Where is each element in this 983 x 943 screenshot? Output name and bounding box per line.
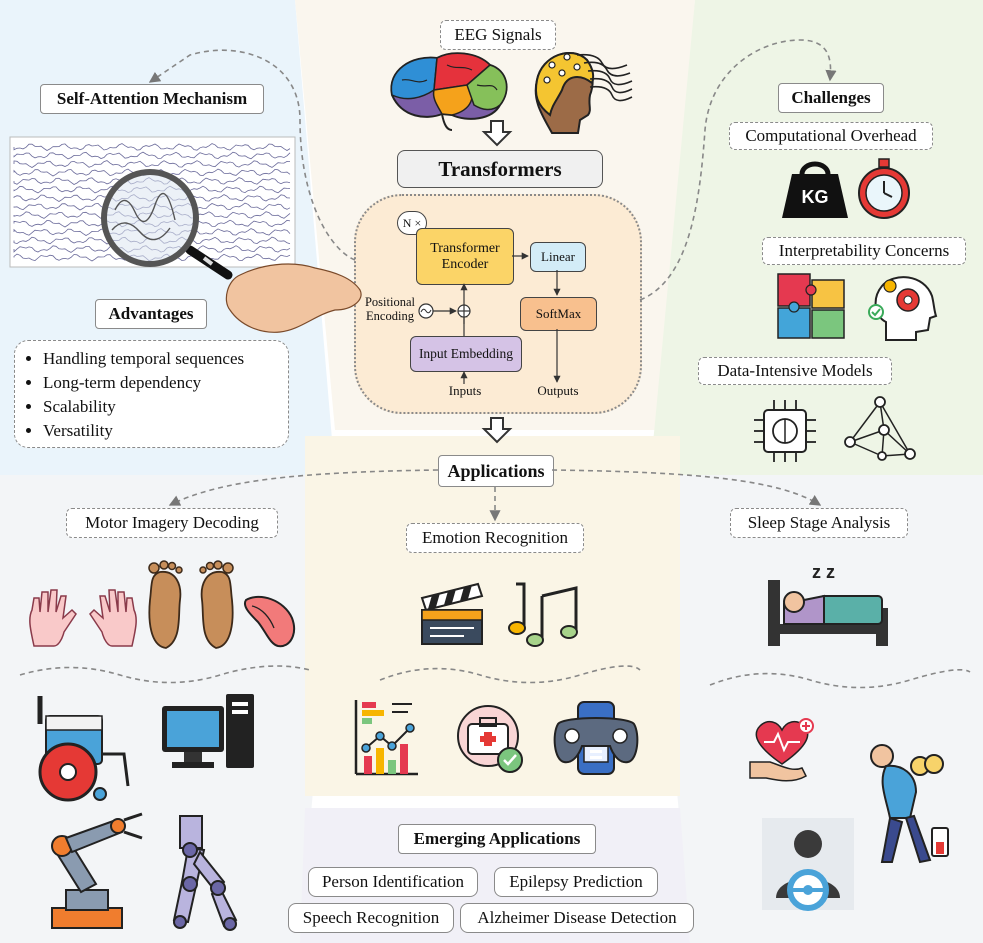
brain-icon [390, 52, 508, 131]
zz-label: z z [812, 562, 836, 582]
puzzle-icon [777, 273, 845, 339]
emerging-item-speech: Speech Recognition [288, 903, 454, 933]
analytics-chart-icon [354, 700, 418, 776]
heart-health-icon [749, 718, 814, 782]
advantage-item: Handling temporal sequences [43, 347, 244, 371]
down-arrow-icon-2 [481, 417, 513, 444]
sleep-stage-label: Sleep Stage Analysis [730, 508, 908, 538]
motor-imagery-label: Motor Imagery Decoding [66, 508, 278, 538]
down-arrow-icon [481, 120, 513, 147]
wheelchair-icon [37, 696, 130, 802]
emerging-item-epilepsy: Epilepsy Prediction [494, 867, 658, 897]
exoskeleton-icon [172, 815, 238, 931]
music-notes-icon [508, 582, 578, 647]
tired-person-icon [870, 744, 949, 864]
emerging-item-alzheimer: Alzheimer Disease Detection [460, 903, 694, 933]
positional-encoding-label: Positional Encoding [364, 295, 415, 323]
challenges-title: Challenges [778, 83, 884, 113]
eeg-trace [13, 143, 291, 151]
self-attention-label: Self-Attention Mechanism [40, 84, 264, 114]
game-controller-icon [553, 701, 639, 775]
data-intensive-models-label: Data-Intensive Models [698, 357, 892, 385]
advantages-box: Handling temporal sequences Long-term de… [14, 340, 289, 448]
emerging-title: Emerging Applications [398, 824, 596, 854]
computer-icon [162, 694, 254, 768]
advantages-title: Advantages [95, 299, 207, 329]
advantage-item: Long-term dependency [43, 371, 244, 395]
eeg-trace [13, 160, 291, 168]
advantage-item: Scalability [43, 395, 244, 419]
emerging-item-person-id: Person Identification [308, 867, 478, 897]
interpretability-concerns-label: Interpretability Concerns [762, 237, 966, 265]
eeg-signals-label: EEG Signals [440, 20, 556, 50]
kg-label: KG [801, 187, 829, 207]
eeg-head-icon [534, 51, 633, 134]
magnifying-glass-icon [101, 169, 362, 333]
right-foot-icon [199, 560, 234, 649]
transformers-title: Transformers [397, 150, 603, 188]
network-graph-icon [844, 396, 916, 461]
weight-kg-icon [782, 161, 848, 218]
robotic-arm-icon [51, 812, 143, 929]
outputs-label: Outputs [537, 383, 579, 398]
stopwatch-icon [858, 158, 910, 219]
sleeping-bed-icon [768, 580, 888, 646]
right-hand-icon [89, 589, 137, 647]
head-gears-icon [868, 276, 938, 341]
n-times-text: N × [402, 216, 422, 230]
brain-chip-icon [754, 400, 816, 462]
eeg-trace [13, 151, 291, 160]
advantages-list: Handling temporal sequences Long-term de… [21, 347, 244, 443]
clapperboard-icon [420, 582, 484, 645]
linear-box: Linear [530, 242, 586, 272]
left-foot-icon [148, 560, 183, 649]
emotion-recognition-label: Emotion Recognition [406, 523, 584, 553]
architecture-arrows [418, 252, 561, 384]
computational-overhead-label: Computational Overhead [729, 122, 933, 150]
applications-title: Applications [438, 455, 554, 487]
tongue-icon [244, 595, 296, 648]
left-hand-icon [29, 589, 77, 647]
softmax-box: SoftMax [520, 297, 597, 331]
advantage-item: Versatility [43, 419, 244, 443]
driver-icon [762, 818, 854, 911]
inputs-label: Inputs [448, 383, 482, 398]
medical-kit-icon [457, 705, 523, 773]
